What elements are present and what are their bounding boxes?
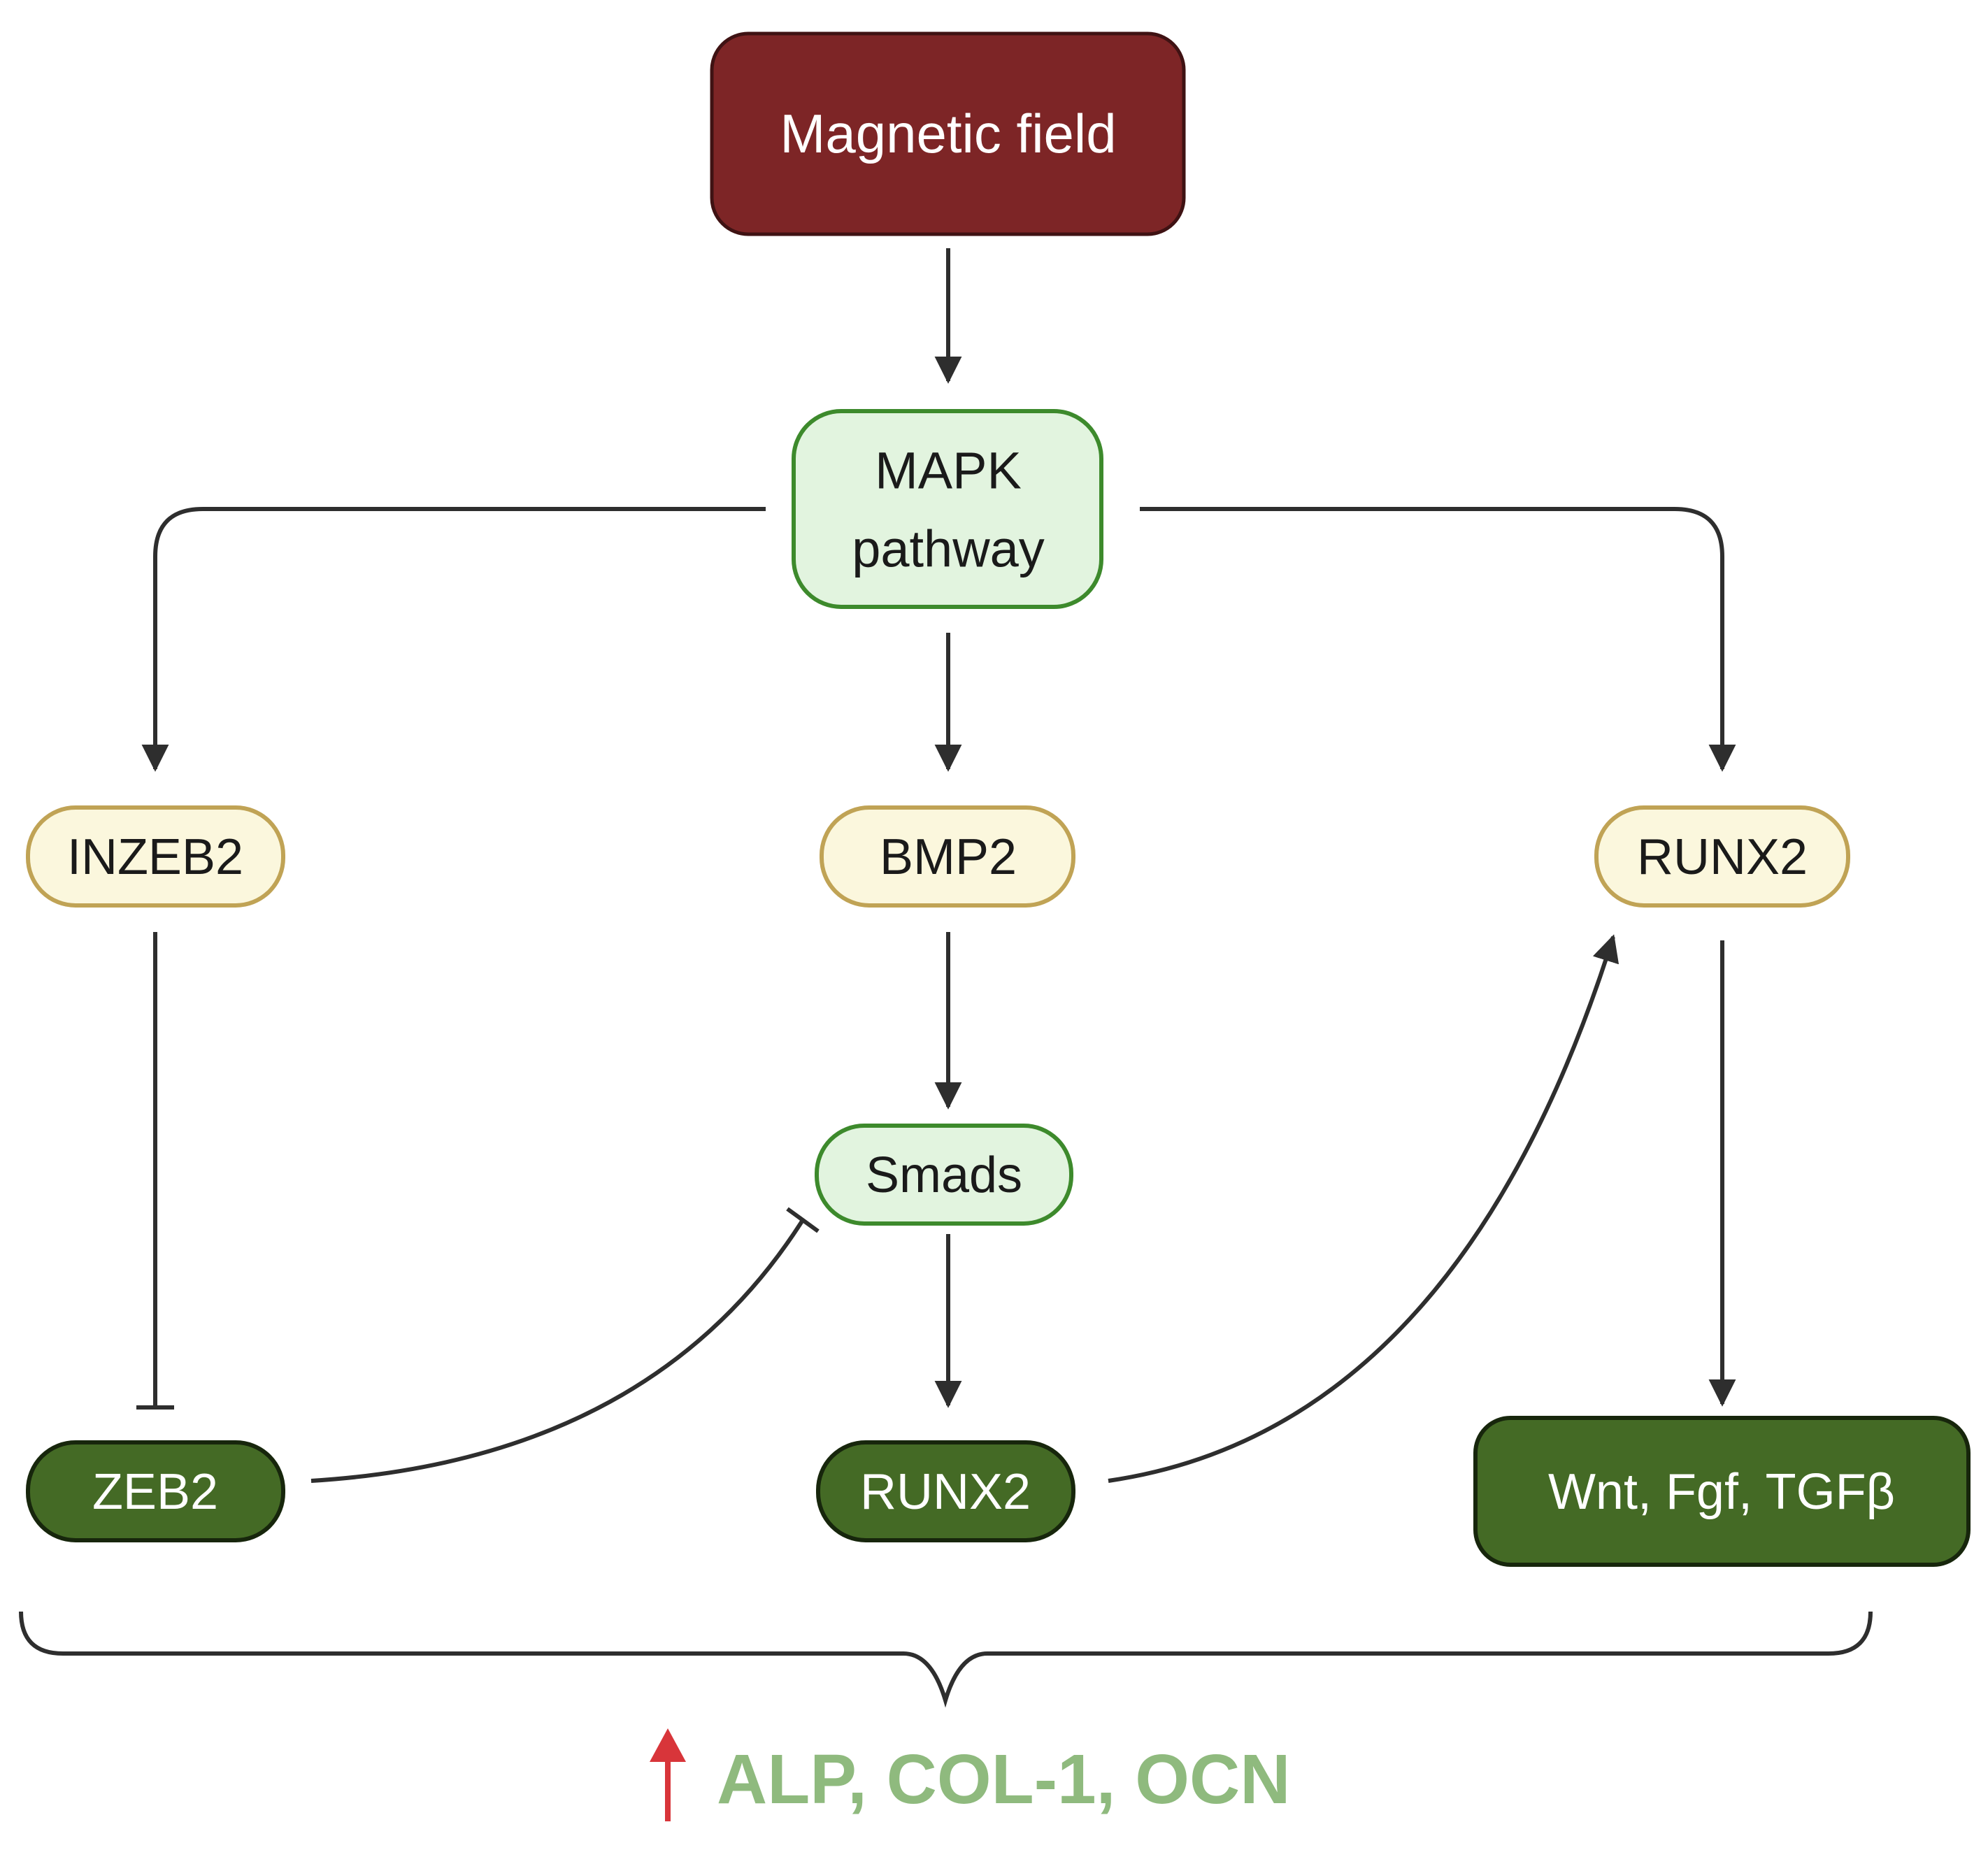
node-mapk-pathway: MAPK pathway [792,409,1103,609]
outcome: ALP, COL-1, OCN [650,1728,1290,1821]
node-wnt-fgf-tgfb: Wnt, Fgf, TGFβ [1473,1416,1971,1567]
node-zeb2-label: ZEB2 [92,1464,218,1520]
node-magnetic-field-label: Magnetic field [780,103,1116,164]
node-mapk-label-line1: MAPK [875,442,1022,500]
node-zeb2: ZEB2 [26,1440,285,1542]
node-smads: Smads [815,1124,1073,1226]
edge-mapk-to-inzeb2 [141,507,766,772]
edge-runx2-bottom-to-runx2-top [1108,934,1619,1483]
inhibition-bar-smads [786,1207,820,1233]
node-runx2-top: RUNX2 [1594,805,1850,908]
up-arrow-icon [650,1728,686,1821]
node-runx2-bottom-label: RUNX2 [860,1464,1031,1520]
node-smads-label: Smads [866,1147,1022,1203]
node-inzeb2-label: INZEB2 [67,829,243,885]
node-runx2-top-label: RUNX2 [1637,829,1808,885]
node-inzeb2: INZEB2 [26,805,285,908]
edge-zeb2-inhibits-smads [310,1219,805,1483]
node-magnetic-field: Magnetic field [710,31,1186,236]
node-bmp2-label: BMP2 [880,829,1017,885]
node-bmp2: BMP2 [820,805,1075,908]
outcome-label: ALP, COL-1, OCN [717,1740,1290,1819]
node-runx2-bottom: RUNX2 [816,1440,1075,1542]
bottom-brace [19,1611,1873,1708]
node-mapk-label-line2: pathway [852,520,1045,578]
node-wnt-fgf-tgfb-label: Wnt, Fgf, TGFβ [1548,1464,1895,1520]
edge-mapk-to-runx2-top [1140,507,1736,772]
